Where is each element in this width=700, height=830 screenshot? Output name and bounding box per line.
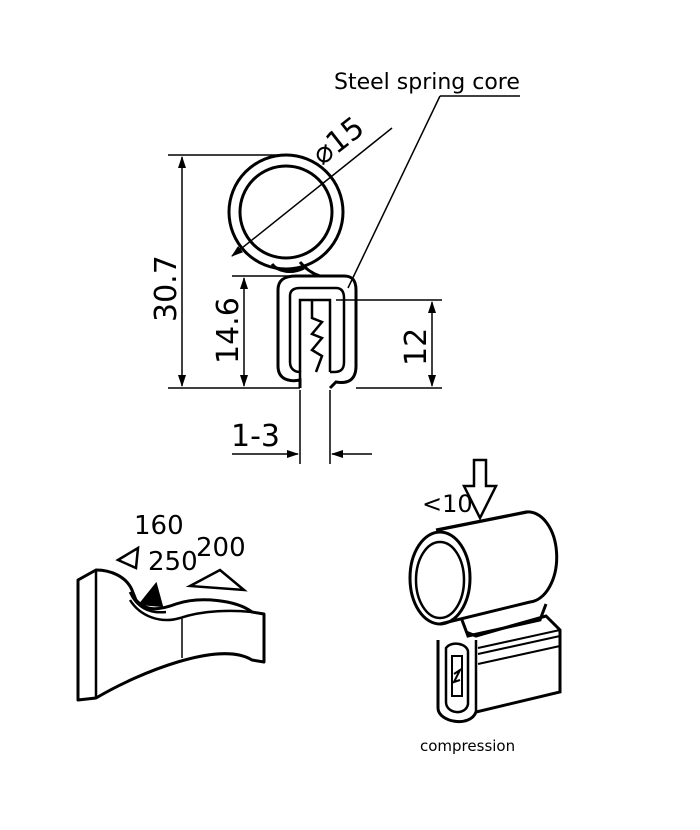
compression-view: <10 compression <box>408 458 562 755</box>
core-leader-line <box>347 95 441 289</box>
bulb-cylinder <box>408 510 559 626</box>
compression-caption: compression <box>420 737 515 755</box>
cross-section-view: Steel spring core ⌀15 30.7 14.6 12 <box>149 70 520 464</box>
force-arrow-160 <box>115 545 140 570</box>
force-diagram: 160 250 200 <box>76 511 266 702</box>
svg-text:1-3: 1-3 <box>231 419 280 454</box>
force-arrow-200 <box>185 568 248 592</box>
force-arrow-250 <box>138 581 164 608</box>
clip-body <box>436 603 562 723</box>
compression-value-label: <10 <box>422 490 473 518</box>
core-label: Steel spring core <box>334 70 520 95</box>
svg-text:12: 12 <box>399 328 434 366</box>
height-profile-dimension: 14.6 <box>211 275 296 387</box>
height-total-dimension: 30.7 <box>149 154 300 389</box>
diameter-dimension-line <box>231 127 393 257</box>
force-label-200: 200 <box>196 533 246 563</box>
grip-range-dimension: 1-3 <box>231 390 372 464</box>
panel-edge <box>76 568 266 702</box>
force-label-250: 250 <box>148 547 198 577</box>
compression-arrow <box>461 458 499 521</box>
clip-profile <box>276 274 358 390</box>
svg-text:30.7: 30.7 <box>149 255 184 322</box>
height-inner-dimension: 12 <box>336 299 442 389</box>
bulb-profile <box>227 153 345 278</box>
svg-text:14.6: 14.6 <box>211 297 246 364</box>
force-label-160: 160 <box>134 511 184 541</box>
